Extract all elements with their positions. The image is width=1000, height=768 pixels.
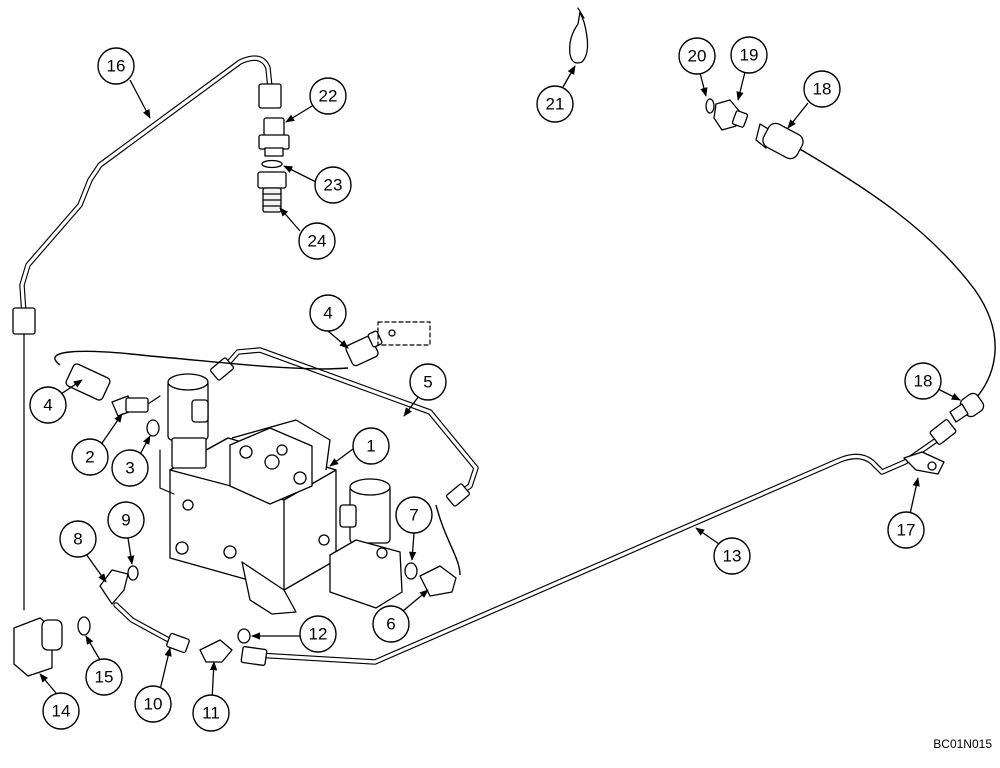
hose-18 xyxy=(755,122,996,423)
clamp-17 xyxy=(903,451,945,475)
callout-17: 17 xyxy=(887,511,925,549)
callout-20: 20 xyxy=(678,37,716,75)
cable-tie-21 xyxy=(569,7,589,64)
callout-18-right: 18 xyxy=(904,362,942,400)
svg-text:7: 7 xyxy=(409,506,418,525)
svg-text:2: 2 xyxy=(85,448,94,467)
callout-5: 5 xyxy=(409,363,447,401)
callout-13: 13 xyxy=(713,537,751,575)
callout-11: 11 xyxy=(192,694,230,732)
callout-14: 14 xyxy=(42,692,80,730)
svg-text:20: 20 xyxy=(688,47,707,66)
svg-text:21: 21 xyxy=(546,95,565,114)
callout-1: 1 xyxy=(352,427,390,465)
callout-19: 19 xyxy=(730,36,768,74)
svg-text:24: 24 xyxy=(308,232,327,251)
elbow-14 xyxy=(13,617,63,677)
callout-15: 15 xyxy=(85,658,123,696)
svg-text:23: 23 xyxy=(324,176,343,195)
svg-text:15: 15 xyxy=(95,668,114,687)
callout-24: 24 xyxy=(298,222,336,260)
fitting-19 xyxy=(713,99,749,131)
callout-12: 12 xyxy=(299,615,337,653)
callout-2: 2 xyxy=(71,438,109,476)
fitting-11 xyxy=(199,639,233,663)
callout-6: 6 xyxy=(372,605,410,643)
svg-text:3: 3 xyxy=(125,459,134,478)
fitting-4-upper xyxy=(345,321,431,367)
o-ring-3 xyxy=(146,419,160,437)
callout-22: 22 xyxy=(309,77,347,115)
callout-16: 16 xyxy=(97,47,135,85)
svg-text:13: 13 xyxy=(723,547,742,566)
svg-text:12: 12 xyxy=(309,625,328,644)
o-ring-15 xyxy=(77,616,91,636)
solenoid-valve-right xyxy=(318,478,403,609)
o-ring-20 xyxy=(705,98,715,114)
hose-upper-left xyxy=(54,350,349,370)
svg-text:4: 4 xyxy=(323,304,332,323)
svg-text:6: 6 xyxy=(386,615,395,634)
callout-18-top: 18 xyxy=(803,70,841,108)
o-ring-23 xyxy=(261,159,283,169)
callout-4-left: 4 xyxy=(29,386,67,424)
hose-right-loop xyxy=(435,504,461,576)
callout-23: 23 xyxy=(314,166,352,204)
svg-text:16: 16 xyxy=(107,57,126,76)
callout-21: 21 xyxy=(536,85,574,123)
drawing-code: BC01N015 xyxy=(933,737,992,751)
fitting-24 xyxy=(257,171,287,213)
svg-text:5: 5 xyxy=(423,373,432,392)
tube-10 xyxy=(113,602,190,654)
fitting-2 xyxy=(111,395,161,417)
svg-text:19: 19 xyxy=(740,46,759,65)
callout-8: 8 xyxy=(59,520,97,558)
o-ring-12 xyxy=(237,628,251,644)
svg-text:18: 18 xyxy=(914,372,933,391)
svg-text:4: 4 xyxy=(43,396,52,415)
svg-text:9: 9 xyxy=(121,511,130,530)
svg-text:10: 10 xyxy=(144,695,163,714)
svg-text:22: 22 xyxy=(319,87,338,106)
callout-9: 9 xyxy=(107,501,145,539)
svg-text:14: 14 xyxy=(52,702,71,721)
tube-5 xyxy=(210,347,479,507)
fitting-4-left xyxy=(65,363,111,401)
fitting-8 xyxy=(99,569,129,605)
o-ring-7 xyxy=(404,562,418,580)
svg-text:8: 8 xyxy=(73,530,82,549)
fitting-22 xyxy=(258,117,290,157)
tube-13 xyxy=(240,419,957,666)
callout-10: 10 xyxy=(134,685,172,723)
svg-text:17: 17 xyxy=(897,521,916,540)
svg-text:1: 1 xyxy=(366,437,375,456)
valve-block-1 xyxy=(169,419,337,615)
callout-3: 3 xyxy=(111,449,149,487)
tube-16 xyxy=(12,55,282,611)
callout-4-upper: 4 xyxy=(309,294,347,332)
callout-7: 7 xyxy=(395,496,433,534)
svg-text:11: 11 xyxy=(202,704,220,723)
solenoid-valve-left xyxy=(159,373,209,495)
o-ring-9 xyxy=(127,565,139,581)
svg-text:18: 18 xyxy=(813,80,832,99)
leader-lines xyxy=(39,65,961,701)
